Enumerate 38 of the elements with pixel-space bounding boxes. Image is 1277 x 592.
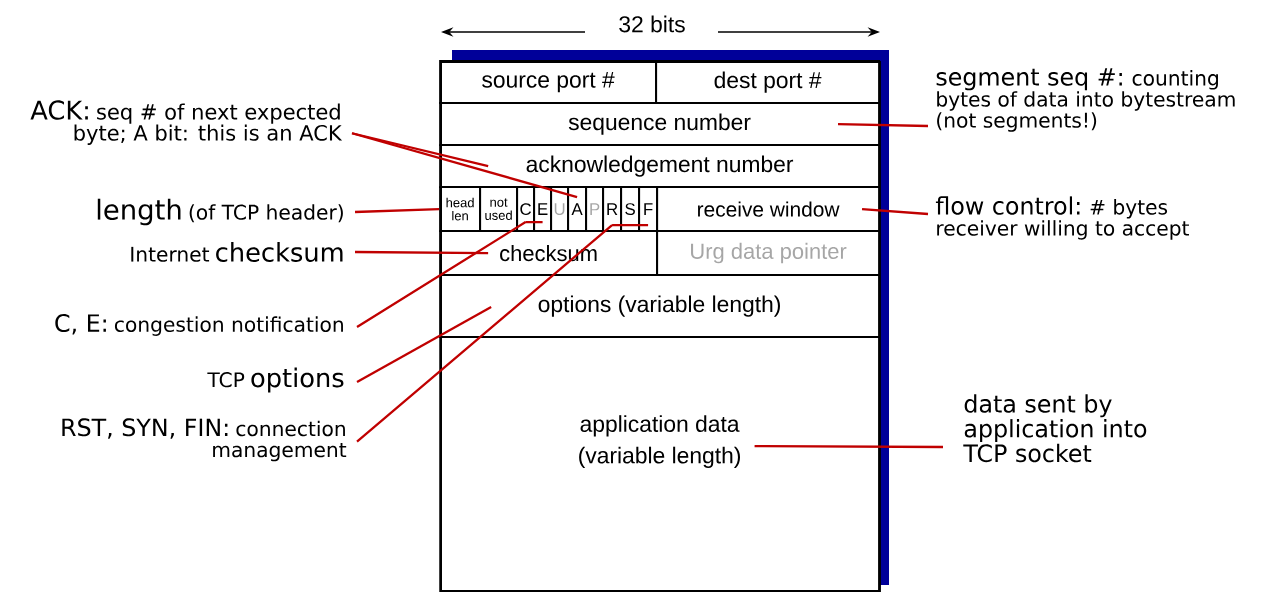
annotation-text: RST, SYN, FIN: connection management — [62, 418, 347, 462]
leader-line — [861, 207, 929, 216]
field-cell: P — [585, 186, 605, 233]
field-cell: dest port # — [655, 60, 881, 105]
field-cell: acknowledgement number — [439, 144, 880, 189]
field-cell: Urg data pointer — [656, 230, 881, 277]
field-cell: receive window — [656, 186, 881, 233]
leader-line — [354, 207, 440, 214]
leader-line — [355, 220, 544, 329]
annotation-text: length (of TCP header) — [97, 198, 343, 226]
field-cell: E — [533, 186, 553, 233]
field-cell: U — [550, 186, 570, 233]
leader-line — [355, 223, 650, 443]
field-cell: sequence number — [439, 102, 880, 147]
field-cell: S — [620, 186, 641, 233]
leader-line — [355, 250, 489, 255]
leader-line — [356, 306, 492, 383]
annotation-text: flow control: # bytes receiver willing to accept — [935, 196, 1189, 240]
leader-line — [838, 122, 929, 128]
field-cell: C — [516, 186, 536, 233]
annotation-text: segment seq #: counting bytes of data into bytestream (not segments!) — [936, 68, 1235, 132]
annotation-text: C, E: congestion notification — [55, 314, 343, 336]
field-cell: options (variable length) — [439, 274, 880, 339]
field-cell: F — [638, 186, 659, 233]
segment-frame — [440, 61, 881, 592]
leader-line — [351, 132, 578, 199]
field-cell: R — [602, 186, 623, 233]
field-cell: head len — [439, 186, 482, 233]
field-cell: not used — [479, 186, 519, 233]
field-cell: A — [567, 186, 588, 233]
annotation-text: data sent by application into TCP socket — [963, 394, 1147, 463]
leader-line — [754, 444, 943, 449]
dimension-label: 32 bits — [619, 15, 685, 33]
annotation-text: TCP options — [207, 367, 344, 393]
annotation-text: ACK: seq # of next expected byte; A bit: this is an ACK — [30, 100, 343, 145]
field-cell: application data (variable length) — [439, 336, 880, 592]
field-cell: source port # — [439, 60, 658, 105]
annotation-text: Internet checksum — [131, 242, 343, 262]
